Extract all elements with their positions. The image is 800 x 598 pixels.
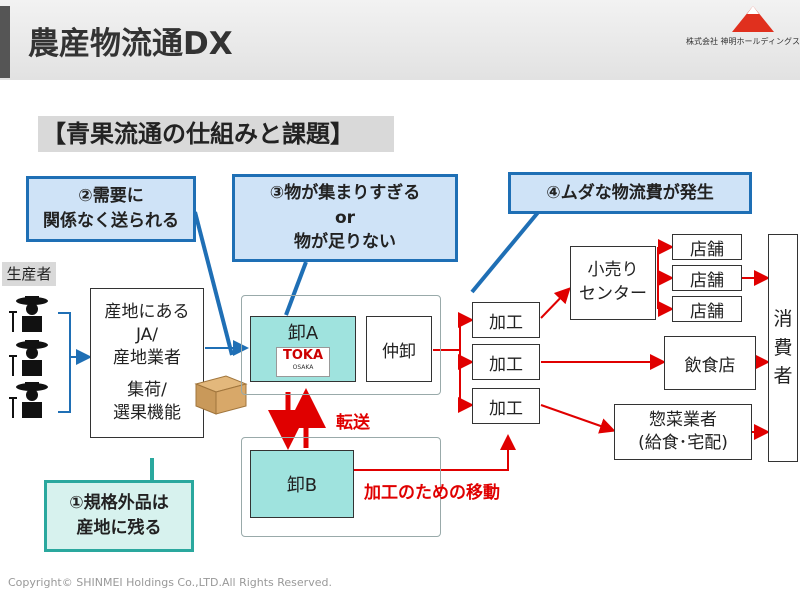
origin-line4: 集荷/: [127, 380, 167, 401]
section-title: 【青果流通の仕組みと課題】: [38, 116, 394, 152]
callout2-pointer: [193, 211, 234, 356]
processing-box-1: 加工: [472, 302, 540, 338]
copyright: Copyright© SHINMEI Holdings Co.,LTD.All …: [8, 576, 332, 589]
callout-nonstandard-line1: ①規格外品は: [69, 493, 169, 514]
consumer-char: 費: [773, 336, 793, 359]
toka-logo-sub: OSAKA: [292, 364, 314, 371]
callout-nonstandard: ①規格外品は産地に残る: [44, 480, 194, 552]
cardboard-box-icon: [194, 375, 248, 415]
origin-line1: 産地にある: [104, 301, 190, 322]
farmer-icons: [9, 296, 48, 418]
logo-text: 株式会社 神明ホールディングス: [686, 37, 800, 46]
consumer-char: 消: [773, 308, 793, 331]
callout-nonstandard-line2: 産地に残る: [76, 518, 162, 538]
processing-box-2: 加工: [472, 344, 540, 380]
origin-ja-box: 産地にある JA/ 産地業者 集荷/ 選果機能: [90, 288, 204, 438]
deli-line1: 惣菜業者: [649, 410, 717, 431]
title-accent: [0, 6, 10, 78]
producer-label: 生産者: [2, 262, 56, 286]
callout-logistics-cost: ④ムダな物流費が発生: [508, 172, 752, 214]
callout-supply: ③物が集まりすぎる or 物が足りない: [232, 174, 458, 262]
farmer-icon: [9, 340, 48, 376]
origin-line5: 選果機能: [113, 403, 181, 424]
processing-label: 加工: [489, 398, 523, 419]
oroshi-a-box: 卸A TOKA OSAKA: [250, 316, 356, 382]
retail-center-line1: 小売り: [587, 260, 639, 281]
store-box-3: 店舗: [672, 296, 742, 322]
consumer-char: 者: [773, 365, 793, 388]
farmer-icon: [9, 296, 48, 332]
callout-demand-line2: 関係なく送られる: [43, 211, 179, 231]
page-title: 農産物流通DX: [28, 26, 233, 62]
retail-center-box: 小売り センター: [570, 246, 656, 320]
callout-logistics-cost-text: ④ムダな物流費が発生: [546, 182, 714, 203]
retail-center-line2: センター: [579, 284, 647, 304]
transfer-label: 転送: [336, 413, 370, 433]
market-a-group: [241, 295, 441, 395]
callout-demand-line1: ②需要に: [78, 186, 144, 207]
processing-move-label: 加工のための移動: [364, 483, 500, 503]
store-label: 店舗: [690, 301, 724, 322]
callout4-pointer: [470, 208, 542, 294]
oroshi-b-box: 卸B: [250, 450, 354, 518]
oroshi-a-label: 卸A: [287, 323, 319, 344]
callout3-pointer: [284, 261, 308, 316]
origin-line3: 産地業者: [113, 347, 181, 368]
callout-supply-line2: or: [334, 207, 356, 228]
callout-demand: ②需要に関係なく送られる: [26, 176, 196, 242]
processing-label: 加工: [489, 354, 523, 375]
toka-logo: TOKA OSAKA: [276, 347, 330, 377]
store-box-1: 店舗: [672, 234, 742, 260]
deli-line2: (給食･宅配): [638, 433, 728, 453]
store-box-2: 店舗: [672, 265, 742, 291]
oroshi-b-label: 卸B: [286, 475, 318, 496]
callout-supply-line1: ③物が集まりすぎる: [269, 183, 421, 204]
title-bar: [0, 0, 800, 80]
nakaoroshi-label: 仲卸: [382, 341, 416, 362]
deli-box: 惣菜業者 (給食･宅配): [614, 404, 752, 460]
farmer-icon: [9, 382, 48, 418]
store-label: 店舗: [690, 270, 724, 291]
restaurant-box: 飲食店: [664, 336, 756, 390]
processing-label: 加工: [489, 312, 523, 333]
store-label: 店舗: [690, 239, 724, 260]
callout-supply-line3: 物が足りない: [294, 232, 396, 253]
market-b-group: [241, 437, 441, 537]
toka-logo-text: TOKA: [282, 348, 324, 363]
origin-line2: JA/: [135, 324, 159, 345]
nakaoroshi-box: 仲卸: [366, 316, 432, 382]
restaurant-label: 飲食店: [684, 355, 736, 376]
mountain-logo-icon: [732, 6, 774, 32]
consumer-box: 消 費 者: [768, 234, 798, 462]
processing-box-3: 加工: [472, 388, 540, 424]
